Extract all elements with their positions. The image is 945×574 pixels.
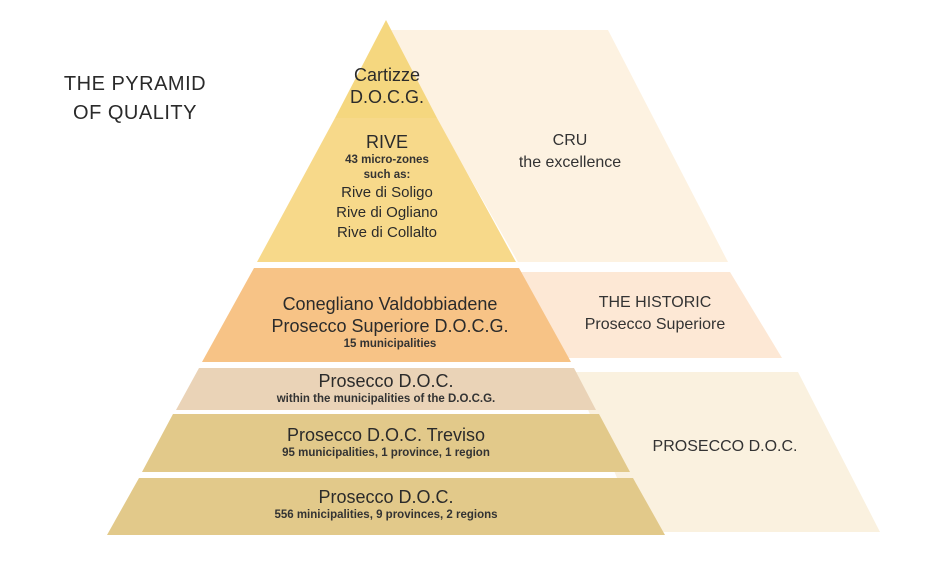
tier-doc-treviso xyxy=(142,414,630,472)
label-cartizze: Cartizze D.O.C.G. xyxy=(320,64,454,108)
side-panel-cru xyxy=(386,30,728,262)
cru-title: CRU xyxy=(552,132,588,149)
cartizze-docg: D.O.C.G. xyxy=(349,87,424,107)
rive-such-as: such as: xyxy=(363,169,411,181)
tier-rive xyxy=(257,118,516,262)
label-doc-within: Prosecco D.O.C. within the municipalitie… xyxy=(200,370,572,407)
prosecco-doc-title: PROSECCO D.O.C. xyxy=(652,438,798,455)
side-panel-doc xyxy=(572,372,880,532)
title-line-2: OF QUALITY xyxy=(73,102,197,124)
label-rive: RIVE 43 micro-zones such as: Rive di Sol… xyxy=(290,131,484,243)
rive-micro-zones: 43 micro-zones xyxy=(345,154,429,166)
tier-doc-all xyxy=(107,478,665,535)
rive-example-3: Rive di Collalto xyxy=(336,224,438,241)
label-doc-treviso: Prosecco D.O.C. Treviso 95 municipalitie… xyxy=(180,424,592,461)
title-line-1: THE PYRAMID xyxy=(63,73,207,95)
side-label-historic: THE HISTORIC Prosecco Superiore xyxy=(555,292,755,336)
rive-example-2: Rive di Ogliano xyxy=(336,204,438,221)
doc-within-name: Prosecco D.O.C. xyxy=(318,371,454,391)
tier-docg xyxy=(202,268,571,362)
historic-title: THE HISTORIC xyxy=(598,294,712,311)
docg-line-2: Prosecco Superiore D.O.C.G. xyxy=(271,316,509,336)
doc-treviso-desc: 95 municipalities, 1 province, 1 region xyxy=(282,447,490,459)
side-panel-historic xyxy=(520,272,782,358)
rive-example-1: Rive di Soligo xyxy=(341,184,433,201)
label-doc-all: Prosecco D.O.C. 556 minicipalities, 9 pr… xyxy=(150,486,622,523)
cartizze-name: Cartizze xyxy=(353,65,420,85)
tier-cartizze xyxy=(335,20,437,118)
doc-all-desc: 556 minicipalities, 9 provinces, 2 regio… xyxy=(274,509,498,521)
doc-all-name: Prosecco D.O.C. xyxy=(318,487,454,507)
doc-treviso-name: Prosecco D.O.C. Treviso xyxy=(286,425,486,445)
docg-line-1: Conegliano Valdobbiadene xyxy=(282,294,498,314)
label-docg: Conegliano Valdobbiadene Prosecco Superi… xyxy=(220,293,560,352)
doc-within-desc: within the municipalities of the D.O.C.G… xyxy=(276,393,496,405)
historic-subtitle: Prosecco Superiore xyxy=(584,316,726,333)
rive-name: RIVE xyxy=(365,132,408,152)
side-label-cru: CRU the excellence xyxy=(480,130,660,174)
cru-subtitle: the excellence xyxy=(518,154,622,171)
docg-municipalities: 15 municipalities xyxy=(343,338,437,350)
tier-doc-within xyxy=(176,368,596,410)
diagram-title: THE PYRAMID OF QUALITY xyxy=(40,70,230,128)
side-label-doc: PROSECCO D.O.C. xyxy=(630,436,820,458)
